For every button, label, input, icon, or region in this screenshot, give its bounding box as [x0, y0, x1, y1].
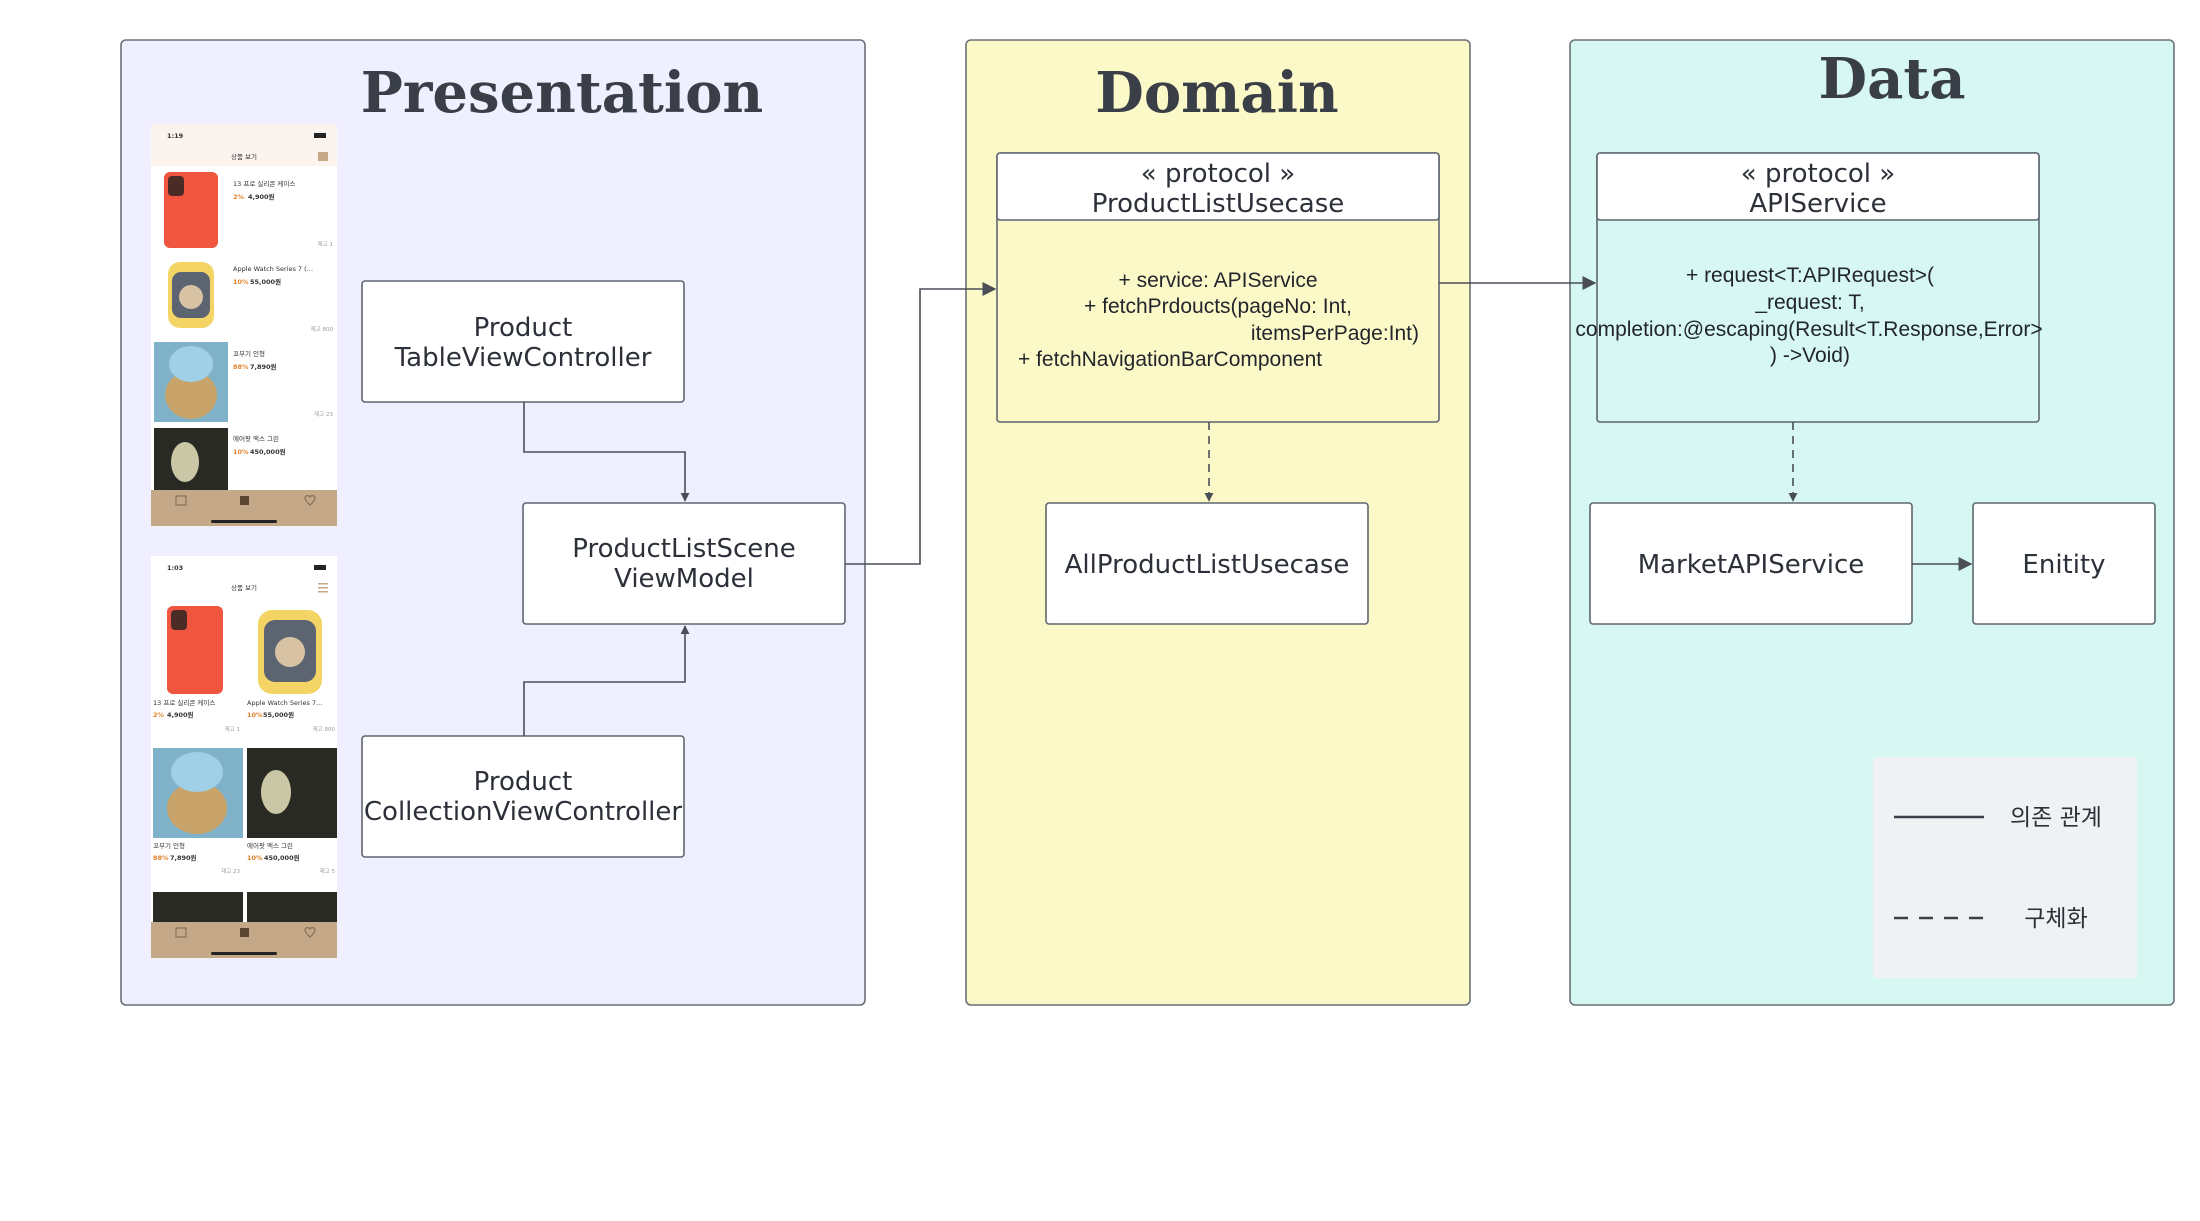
edge-table-vc-to-view-model: [523, 402, 690, 502]
all-product-list-usecase-label: AllProductListUsecase: [1065, 550, 1350, 580]
list-item-stock: 재고 800: [311, 325, 334, 333]
grid-item-name: 꼬부기 인형: [153, 841, 185, 850]
grid-item-price: 7,890원: [170, 853, 197, 862]
list-item-discount: 88%: [233, 363, 249, 371]
product-list-usecase-protocol-box: « protocol » ProductListUsecase + servic…: [996, 152, 1440, 423]
list-item-price: 7,890원: [250, 362, 277, 371]
phone-grid-nav-title: 상품 보기: [231, 583, 257, 592]
api-service-member: completion:@escaping(Result<T.Response,E…: [1575, 318, 2042, 341]
grid-item-price: 450,000원: [264, 853, 300, 862]
tab-grid-icon[interactable]: [240, 496, 249, 505]
entity-box: Enitity: [1972, 502, 2156, 625]
tab-heart-icon[interactable]: [304, 494, 316, 506]
product-table-vc-line1: Product: [474, 313, 573, 343]
list-item-name: Apple Watch Series 7 (…: [233, 265, 313, 273]
grid-toggle-icon[interactable]: [318, 152, 328, 161]
market-api-service-box: MarketAPIService: [1589, 502, 1913, 625]
product-table-vc-line2: TableViewController: [394, 343, 652, 373]
grid-item-stock: 재고 23: [221, 867, 240, 875]
legend-dependency-label: 의존 관계: [2010, 805, 2102, 831]
product-table-view-controller-box: Product TableViewController: [361, 280, 685, 403]
api-service-member: + request<T:APIRequest>(: [1686, 264, 1934, 287]
list-item-stock: 재고 1: [318, 240, 333, 248]
data-title: Data: [1819, 46, 1966, 112]
list-item-stock: 재고 23: [314, 410, 333, 418]
api-service-member: _request: T,: [1754, 291, 1864, 314]
grid-item-discount: 10%: [247, 854, 263, 862]
tab-grid-icon[interactable]: [240, 928, 249, 937]
list-item-price: 4,900원: [248, 192, 275, 201]
phone-screenshot-list: 1:19 상품 보기 13 프로 실리콘 케이스 2% 4,900원 재고 1 …: [151, 124, 337, 526]
edge-view-model-to-usecase: [845, 282, 997, 565]
edge-collection-vc-to-view-model: [523, 625, 690, 736]
list-item-discount: 2%: [233, 193, 245, 201]
domain-title: Domain: [1095, 60, 1338, 126]
list-item-price: 450,000원: [250, 447, 286, 456]
list-item-name: 13 프로 실리콘 케이스: [233, 179, 295, 188]
product-collection-vc-line1: Product: [474, 767, 573, 797]
legend: 의존 관계 구체화: [1873, 757, 2137, 978]
usecase-member: itemsPerPage:Int): [1251, 322, 1419, 345]
list-item-discount: 10%: [233, 278, 249, 286]
scene-view-model-line1: ProductListScene: [572, 534, 795, 564]
list-item-price: 55,000원: [250, 277, 281, 286]
product-collection-view-controller-box: Product CollectionViewController: [361, 735, 685, 858]
usecase-member: + fetchNavigationBarComponent: [1018, 348, 1322, 371]
grid-item-stock: 재고 800: [313, 725, 336, 733]
grid-item-price: 55,000원: [263, 710, 294, 719]
phone-screenshot-grid: 1:03 상품 보기 13 프로 실리콘 케이스 2% 4,900원 재고 1 …: [151, 556, 337, 958]
usecase-stereotype: « protocol »: [1141, 159, 1295, 189]
api-service-protocol-name: APIService: [1749, 189, 1886, 219]
grid-item-discount: 10%: [247, 711, 263, 719]
api-service-protocol-box: « protocol » APIService + request<T:APIR…: [1575, 152, 2043, 423]
tab-heart-icon[interactable]: [304, 926, 316, 938]
phone-grid-time: 1:03: [167, 564, 183, 572]
grid-item-name: 13 프로 실리콘 케이스: [153, 698, 215, 707]
grid-item-stock: 재고 1: [225, 725, 240, 733]
presentation-title: Presentation: [361, 60, 763, 126]
phone-list-nav-title: 상품 보기: [231, 152, 257, 161]
entity-label: Enitity: [2022, 550, 2105, 580]
product-collection-vc-line2: CollectionViewController: [364, 797, 683, 827]
grid-item-name: 에어팟 맥스 그린: [247, 841, 293, 850]
all-product-list-usecase-box: AllProductListUsecase: [1045, 502, 1369, 625]
list-item-discount: 10%: [233, 448, 249, 456]
usecase-protocol-name: ProductListUsecase: [1092, 189, 1345, 219]
api-service-stereotype: « protocol »: [1741, 159, 1895, 189]
list-item-name: 에어팟 맥스 그린: [233, 434, 279, 443]
grid-item-stock: 재고 5: [320, 867, 336, 875]
usecase-member: + service: APIService: [1119, 269, 1318, 292]
phone-list-time: 1:19: [167, 132, 184, 140]
grid-item-discount: 88%: [153, 854, 169, 862]
market-api-service-label: MarketAPIService: [1638, 550, 1865, 580]
api-service-member: ) ->Void): [1770, 344, 1850, 367]
tab-home-icon[interactable]: [175, 927, 187, 938]
product-list-scene-view-model-box: ProductListScene ViewModel: [522, 502, 846, 625]
grid-item-price: 4,900원: [167, 710, 194, 719]
grid-item-name: Apple Watch Series 7...: [247, 699, 322, 707]
usecase-member: + fetchPrdoucts(pageNo: Int,: [1084, 295, 1352, 318]
list-item-name: 꼬부기 인형: [233, 349, 265, 358]
legend-realization-label: 구체화: [2024, 906, 2087, 932]
list-toggle-icon[interactable]: [318, 583, 328, 593]
grid-item-discount: 2%: [153, 711, 165, 719]
tab-home-icon[interactable]: [175, 495, 187, 506]
scene-view-model-line2: ViewModel: [614, 564, 754, 594]
